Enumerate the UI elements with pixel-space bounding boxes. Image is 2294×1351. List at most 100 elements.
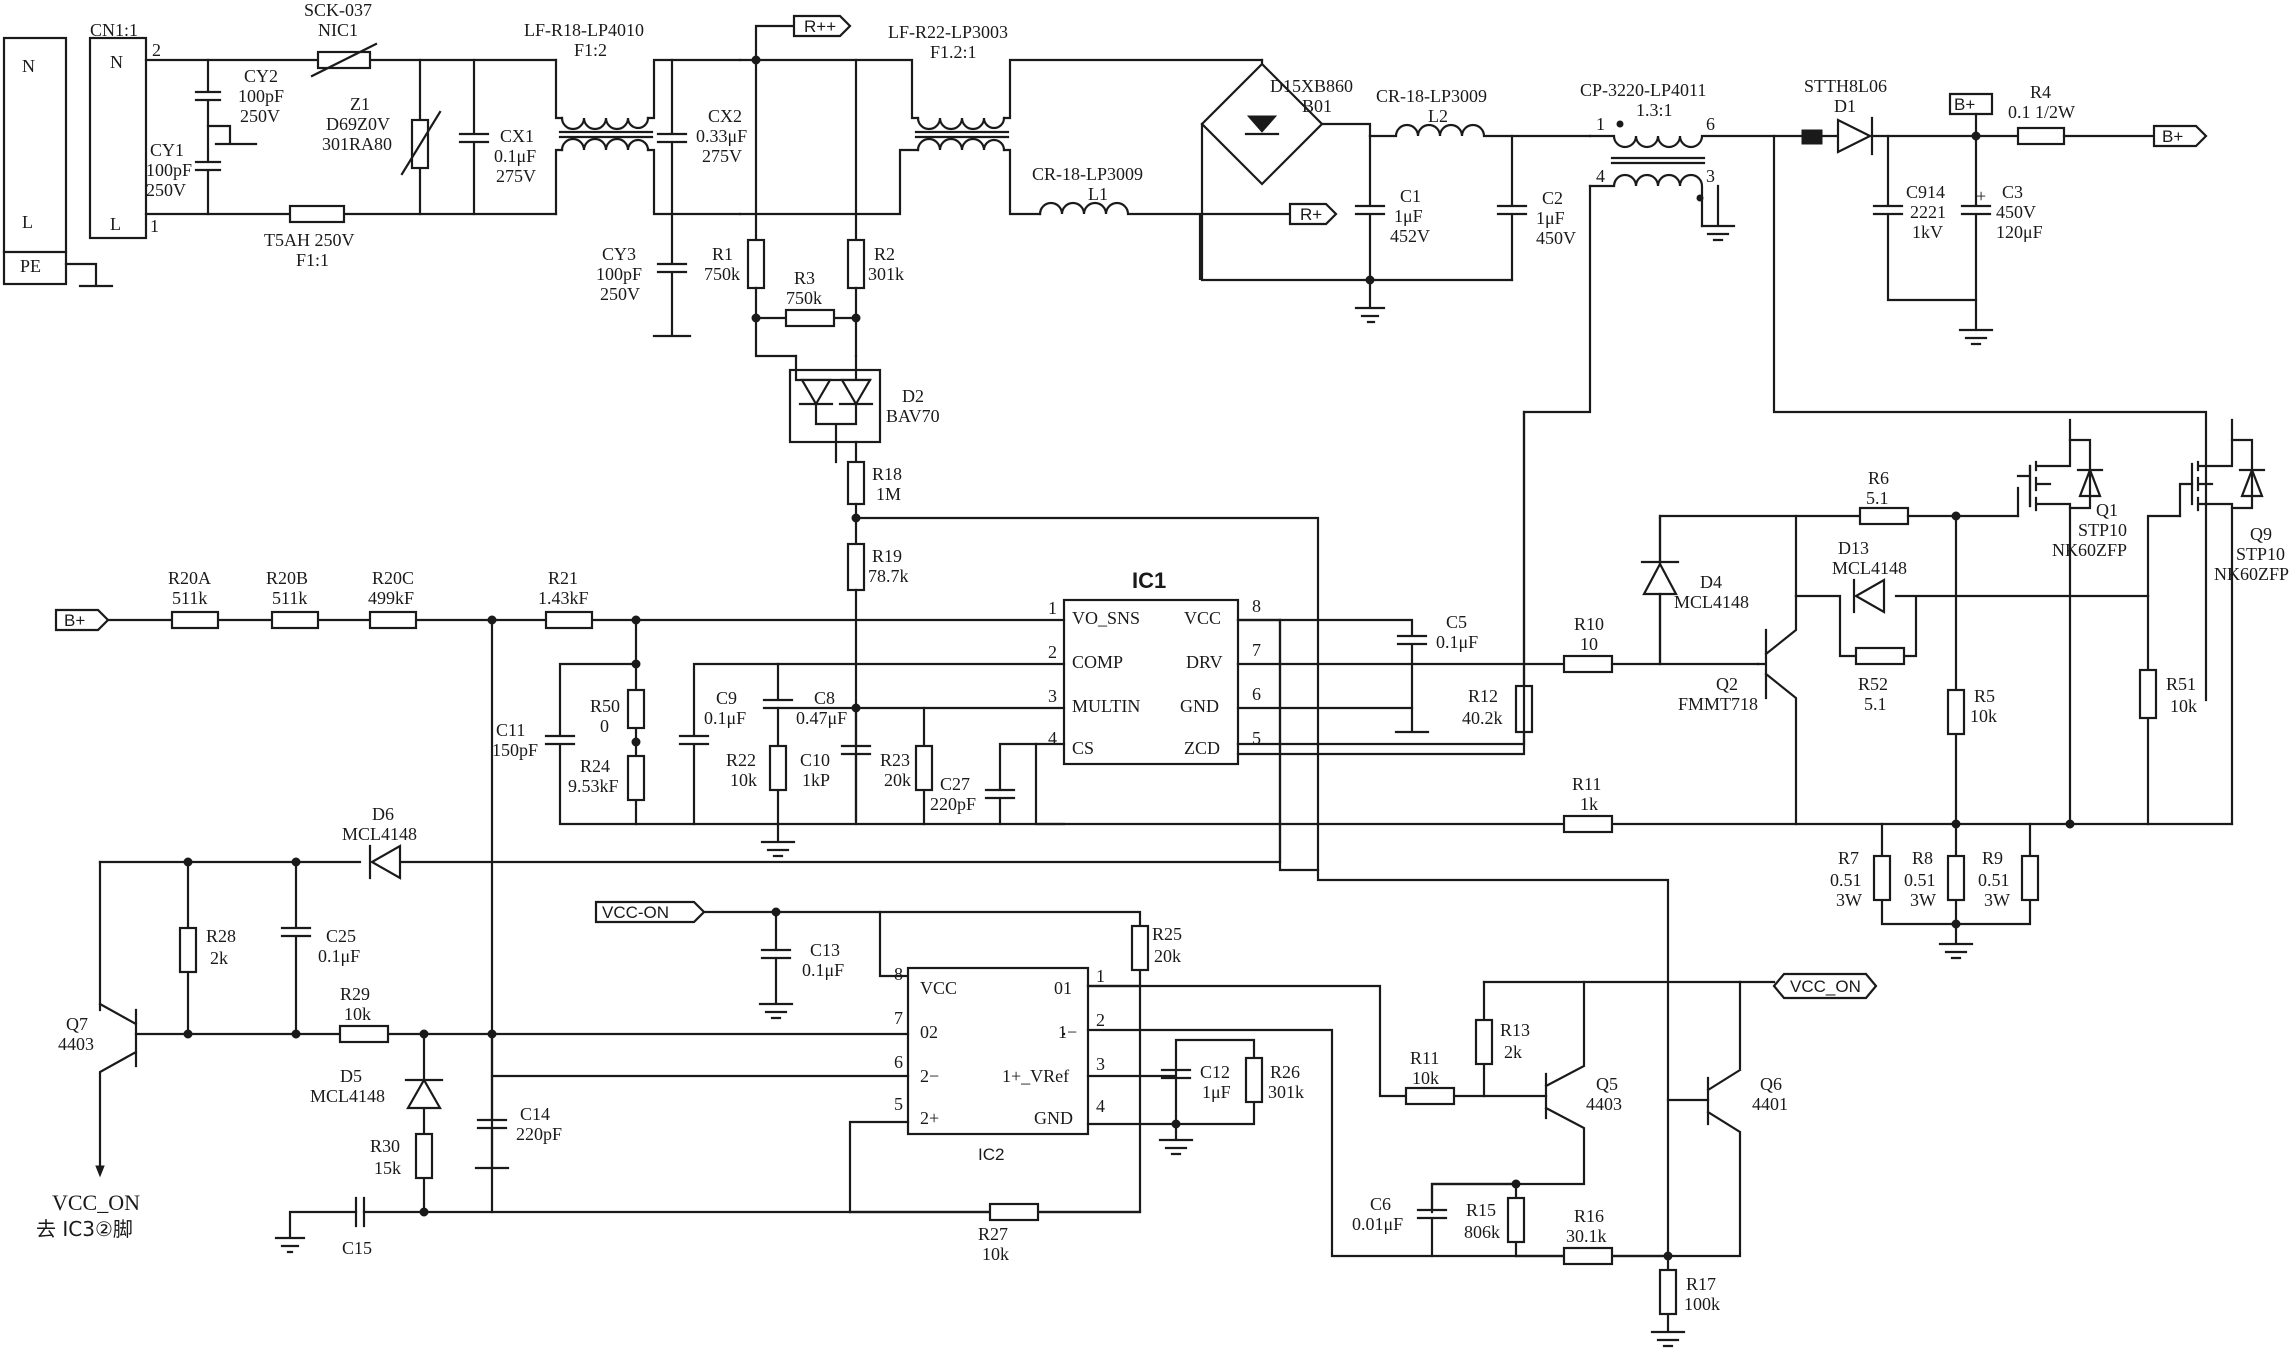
r9-name: R9 bbox=[1982, 848, 2003, 868]
q2-name: Q2 bbox=[1716, 674, 1738, 694]
r52-value: 5.1 bbox=[1864, 694, 1887, 714]
r28-name: R28 bbox=[206, 926, 236, 946]
bplus-top-tag: B+ bbox=[1954, 95, 1975, 114]
r12-value: 40.2k bbox=[1462, 708, 1503, 728]
r24-value: 9.53kF bbox=[568, 776, 619, 796]
driver-section: C5 0.1μF R10 10 R12 40.2k D4 MCL4148 R6 … bbox=[1034, 410, 2289, 960]
vcc-on-tag-left: VCC-ON bbox=[602, 903, 669, 922]
r3-value: 750k bbox=[786, 288, 822, 308]
r27-value: 10k bbox=[982, 1244, 1009, 1264]
ic1-pin7-name: DRV bbox=[1186, 652, 1223, 672]
tx-pin-4: 4 bbox=[1596, 166, 1605, 186]
bplus-out-tag: B+ bbox=[2162, 127, 2183, 146]
choke1-part: LF-R18-LP4010 bbox=[524, 20, 644, 40]
tx-pin-1: 1 bbox=[1596, 114, 1605, 134]
r18-name: R18 bbox=[872, 464, 902, 484]
r28-value: 2k bbox=[210, 948, 228, 968]
ic2-pin2-num: 2 bbox=[1096, 1010, 1105, 1030]
r30-value: 15k bbox=[374, 1158, 401, 1178]
ic2-pin8-name: VCC bbox=[920, 978, 957, 998]
r20c-value: 499kF bbox=[368, 588, 414, 608]
q2-part: FMMT718 bbox=[1678, 694, 1758, 714]
c10-name: C10 bbox=[800, 750, 830, 770]
ic1-pin4-num: 4 bbox=[1048, 728, 1057, 748]
ic1-pin1-name: VO_SNS bbox=[1072, 608, 1140, 628]
r25-name: R25 bbox=[1152, 924, 1182, 944]
r7-power: 3W bbox=[1836, 890, 1862, 910]
q9-model: NK60ZFP bbox=[2214, 564, 2289, 584]
r13-name: R13 bbox=[1500, 1020, 1530, 1040]
varistor-name: Z1 bbox=[350, 94, 370, 114]
r24-name: R24 bbox=[580, 756, 610, 776]
c914-name: C914 bbox=[1906, 182, 1945, 202]
c15-name: C15 bbox=[342, 1238, 372, 1258]
ic2-pin3-num: 3 bbox=[1096, 1054, 1105, 1074]
cy1-name: CY1 bbox=[150, 140, 184, 160]
q5-name: Q5 bbox=[1596, 1074, 1618, 1094]
r3-name: R3 bbox=[794, 268, 815, 288]
q1-model: NK60ZFP bbox=[2052, 540, 2127, 560]
vcc-out-note: 去 IC3②脚 bbox=[36, 1217, 133, 1241]
r11-name: R11 bbox=[1572, 774, 1601, 794]
cx2-name: CX2 bbox=[708, 106, 742, 126]
pin-l-outer: L bbox=[22, 212, 33, 232]
d5-name: D5 bbox=[340, 1066, 362, 1086]
r22-value: 10k bbox=[730, 770, 757, 790]
c9-name: C9 bbox=[716, 688, 737, 708]
r6-value: 5.1 bbox=[1866, 488, 1889, 508]
ic1-title: IC1 bbox=[1132, 568, 1166, 593]
c27-value: 220pF bbox=[930, 794, 976, 814]
ic2-pin1-num: 1 bbox=[1096, 966, 1105, 986]
r20b-value: 511k bbox=[272, 588, 307, 608]
r9-power: 3W bbox=[1984, 890, 2010, 910]
r2-value: 301k bbox=[868, 264, 904, 284]
r27-name: R27 bbox=[978, 1224, 1008, 1244]
ic2-pin6-name: 2− bbox=[920, 1066, 939, 1086]
q9-part: STP10 bbox=[2236, 544, 2285, 564]
c2-name: C2 bbox=[1542, 188, 1563, 208]
c12-value: 1μF bbox=[1202, 1082, 1231, 1102]
r19-name: R19 bbox=[872, 546, 902, 566]
ic2-pin4-name: GND bbox=[1034, 1108, 1073, 1128]
q6-name: Q6 bbox=[1760, 1074, 1782, 1094]
l1-part: CR-18-LP3009 bbox=[1032, 164, 1143, 184]
d13-name: D13 bbox=[1838, 538, 1869, 558]
startup-network: R1 750k R2 301k R3 750k D2 BAV70 R18 1M … bbox=[704, 58, 1670, 1258]
c6-name: C6 bbox=[1370, 1194, 1391, 1214]
l2-name: L2 bbox=[1428, 106, 1448, 126]
c9-value: 0.1μF bbox=[704, 708, 746, 728]
r8-value: 0.51 bbox=[1904, 870, 1936, 890]
d6-name: D6 bbox=[372, 804, 394, 824]
r7-name: R7 bbox=[1838, 848, 1859, 868]
r9-value: 0.51 bbox=[1978, 870, 2010, 890]
cx2-value: 0.33μF bbox=[696, 126, 747, 146]
q7-part: 4403 bbox=[58, 1034, 94, 1054]
r17-value: 100k bbox=[1684, 1294, 1720, 1314]
q1-name: Q1 bbox=[2096, 500, 2118, 520]
ic1-pin2-name: COMP bbox=[1072, 652, 1123, 672]
ic2-pin2-name: 1− bbox=[1058, 1022, 1077, 1042]
cy2-name: CY2 bbox=[244, 66, 278, 86]
c2-value: 1μF bbox=[1536, 208, 1565, 228]
rpp-tag-label: R++ bbox=[804, 17, 836, 36]
r11b-value: 10k bbox=[1412, 1068, 1439, 1088]
connector-cn1: CN1:1 N L PE N L 2 1 bbox=[2, 20, 161, 288]
c25-value: 0.1μF bbox=[318, 946, 360, 966]
ic1-pin6-num: 6 bbox=[1252, 684, 1261, 704]
cx1-value: 0.1μF bbox=[494, 146, 536, 166]
bridge-part: D15XB860 bbox=[1270, 76, 1353, 96]
c13-value: 0.1μF bbox=[802, 960, 844, 980]
q9-name: Q9 bbox=[2250, 524, 2272, 544]
transformer-part: CP-3220-LP4011 bbox=[1580, 80, 1706, 100]
ic2-pin7-name: 02 bbox=[920, 1022, 938, 1042]
ic1-pin1-num: 1 bbox=[1048, 598, 1057, 618]
cy2-voltage: 250V bbox=[240, 106, 280, 126]
fuse-rating: T5AH 250V bbox=[264, 230, 355, 250]
c3-name: C3 bbox=[2002, 182, 2023, 202]
ic2-pin4-num: 4 bbox=[1096, 1096, 1105, 1116]
q7-name: Q7 bbox=[66, 1014, 88, 1034]
c5-name: C5 bbox=[1446, 612, 1467, 632]
r7-value: 0.51 bbox=[1830, 870, 1862, 890]
d2-name: D2 bbox=[902, 386, 924, 406]
